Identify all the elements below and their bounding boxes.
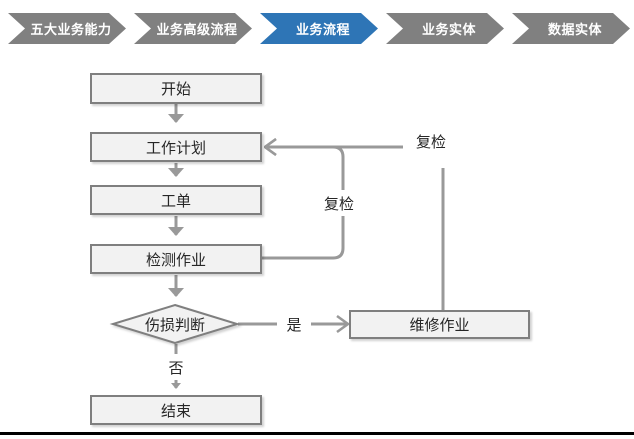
nav-step-high-level-process[interactable]: 业务高级流程 [134, 13, 252, 44]
nav-step-label: 业务高级流程 [156, 22, 238, 37]
nav-step-label: 业务实体 [421, 22, 476, 37]
nav-step-label: 数据实体 [547, 22, 602, 37]
node-inspection-label: 检测作业 [145, 251, 206, 269]
nav-step-business-process[interactable]: 业务流程 [260, 13, 378, 44]
node-start: 开始 [90, 73, 262, 104]
node-end-label: 结束 [160, 402, 191, 420]
edge-label-yes: 是 [277, 311, 311, 337]
edge-label-recheck-outer: 复检 [403, 132, 459, 168]
edge-label-no: 否 [159, 354, 193, 380]
bottom-border-line [0, 432, 634, 435]
node-work-plan-label: 工作计划 [145, 139, 206, 157]
edge-label-recheck-inner: 复检 [317, 190, 361, 216]
node-damage-decision-label: 伤损判断 [144, 316, 205, 334]
nav-step-label: 业务流程 [295, 22, 350, 37]
node-damage-decision: 伤损判断 [113, 305, 237, 343]
node-start-label: 开始 [160, 81, 191, 98]
node-inspection: 检测作业 [90, 244, 262, 274]
node-end: 结束 [90, 395, 262, 425]
node-work-plan: 工作计划 [90, 132, 262, 162]
nav-step-business-entity[interactable]: 业务实体 [386, 13, 504, 44]
nav-step-data-entity[interactable]: 数据实体 [512, 13, 630, 44]
node-work-order: 工单 [90, 185, 262, 215]
nav-step-label: 五大业务能力 [30, 22, 112, 37]
node-repair: 维修作业 [349, 310, 530, 339]
nav-step-five-capabilities[interactable]: 五大业务能力 [8, 13, 126, 44]
edge-recheck-repair-to-plan [266, 147, 445, 310]
node-repair-label: 维修作业 [409, 317, 470, 334]
breadcrumb-nav: 五大业务能力 业务高级流程 业务流程 业务实体 数据实体 [8, 13, 630, 44]
node-work-order-label: 工单 [160, 192, 191, 210]
